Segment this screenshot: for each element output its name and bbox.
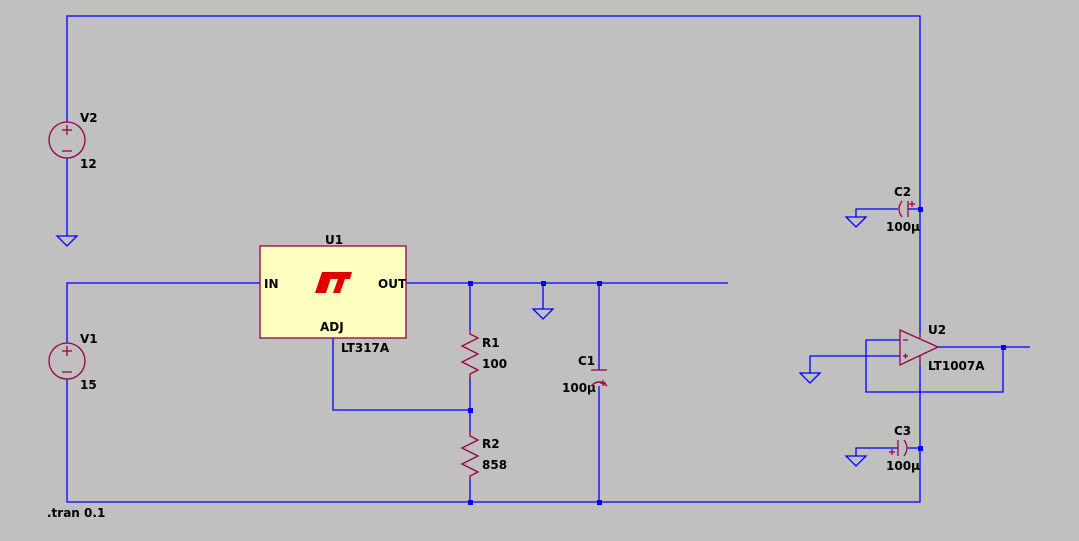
wire-bottom-rail (66, 379, 921, 503)
wire-c3-ground (855, 447, 898, 456)
v2-name-label: V2 (80, 111, 98, 125)
capacitor-c1[interactable]: C1 100µ (562, 354, 608, 395)
voltage-source-v1[interactable]: V1 15 (48, 332, 98, 392)
v1-name-label: V1 (80, 332, 98, 346)
u2-part-label: LT1007A (928, 359, 985, 373)
r2-name-label: R2 (482, 437, 500, 451)
u1-name-label: U1 (325, 233, 343, 247)
regulator-u1[interactable]: U1 IN OUT ADJ LT317A (259, 233, 407, 355)
opamp-u2[interactable]: U2 LT1007A (899, 323, 985, 373)
ground-icon (531, 308, 555, 320)
capacitor-curved-plate-icon (898, 200, 903, 218)
wire-v1-to-in (66, 282, 260, 343)
u1-pin-out-label: OUT (378, 277, 407, 291)
resistor-r2[interactable]: R2 858 (460, 432, 507, 480)
junction-dot (918, 446, 923, 451)
v2-value-label: 12 (80, 157, 97, 171)
u1-pin-adj-label: ADJ (320, 320, 344, 334)
capacitor-curved-plate-icon (903, 439, 908, 457)
v1-value-label: 15 (80, 378, 97, 392)
junction-dot (918, 207, 923, 212)
junction-dot (541, 281, 546, 286)
c3-value-label: 100µ (886, 459, 920, 473)
c1-name-label: C1 (578, 354, 595, 368)
resistor-icon (460, 330, 480, 378)
r1-name-label: R1 (482, 336, 500, 350)
c3-name-label: C3 (894, 424, 911, 438)
junction-dot (468, 500, 473, 505)
junction-dot (1001, 345, 1006, 350)
ground-icon (55, 235, 79, 247)
ground-symbols (55, 216, 868, 467)
ground-icon (844, 455, 868, 467)
junction-dot (597, 281, 602, 286)
wire-c2-ground (855, 208, 898, 217)
capacitor-c2[interactable]: C2 100µ (886, 185, 920, 234)
regulator-body (259, 245, 407, 339)
wire-u2-inplus (809, 355, 900, 373)
capacitor-curved-plate-icon (590, 381, 608, 387)
u2-name-label: U2 (928, 323, 946, 337)
c1-value-label: 100µ (562, 381, 596, 395)
ground-icon (844, 216, 868, 228)
wire-u2-feedback (865, 339, 1004, 393)
r1-value-label: 100 (482, 357, 507, 371)
voltage-source-icon (48, 342, 86, 380)
r2-value-label: 858 (482, 458, 507, 472)
wire-adj (332, 338, 470, 411)
lt-logo-icon (315, 272, 352, 293)
u1-part-label: LT317A (341, 341, 390, 355)
voltage-source-icon (48, 121, 86, 159)
opamp-icon (899, 328, 940, 367)
wire-top-rail (66, 15, 921, 209)
c2-value-label: 100µ (886, 220, 920, 234)
capacitor-c3[interactable]: C3 100µ (886, 424, 920, 473)
resistor-icon (460, 432, 480, 480)
junction-dot (468, 281, 473, 286)
junctions (468, 207, 1006, 505)
junction-dot (468, 408, 473, 413)
resistor-r1[interactable]: R1 100 (460, 330, 507, 378)
u1-pin-in-label: IN (264, 277, 279, 291)
voltage-source-v2[interactable]: V2 12 (48, 111, 98, 171)
wires (66, 15, 1030, 503)
junction-dot (597, 500, 602, 505)
spice-directive[interactable]: .tran 0.1 (47, 506, 105, 520)
c2-name-label: C2 (894, 185, 911, 199)
ground-icon (798, 372, 822, 384)
